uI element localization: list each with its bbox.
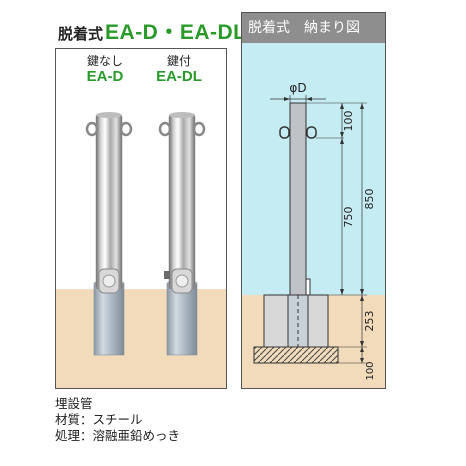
post-body — [289, 102, 307, 296]
embedded-pipe-notes: 埋設管 材質：スチール 処理：溶融亜鉛めっき — [55, 396, 227, 444]
note-line-1: 埋設管 — [55, 396, 93, 411]
diameter-label: φD — [289, 81, 306, 95]
ring-right — [306, 126, 317, 139]
post-label-ea-dl: 鍵付 EA-DL — [149, 54, 209, 85]
product-photo-panel: 鍵なし EA-D 鍵付 EA-DL — [55, 48, 227, 389]
bollard-ea-d — [85, 112, 133, 356]
post-label-model: EA-D — [86, 68, 124, 85]
gravel-base — [253, 346, 339, 364]
dim-100-top: 100 — [342, 111, 355, 132]
post-label-model: EA-DL — [156, 68, 202, 85]
lock-icon — [164, 271, 170, 279]
bollard-ea-dl — [158, 112, 206, 356]
ring-left — [279, 126, 290, 139]
post-label-ea-d: 鍵なし EA-D — [75, 54, 135, 85]
dim-850: 850 — [363, 189, 376, 210]
post-label-sub: 鍵付 — [166, 54, 191, 68]
ground-area — [56, 289, 226, 388]
post-label-sub: 鍵なし — [86, 54, 123, 68]
installation-diagram: φD 100 750 850 253 100 — [242, 81, 385, 388]
dim-750: 750 — [342, 207, 355, 228]
installation-diagram-panel: 脱着式 納まり図 φD — [241, 12, 386, 389]
bollard-photos — [85, 112, 206, 356]
note-line-3: 処理：溶融亜鉛めっき — [55, 428, 181, 443]
note-line-2: 材質：スチール — [55, 412, 143, 427]
title-prefix: 脱着式 — [58, 25, 104, 43]
title-models: EA-D・EA-DL — [105, 21, 247, 44]
product-title: 脱着式 EA-D・EA-DL — [58, 18, 247, 44]
diagram-header: 脱着式 納まり図 — [242, 13, 385, 43]
dim-253: 253 — [363, 311, 376, 332]
dim-100-bottom: 100 — [365, 361, 376, 380]
